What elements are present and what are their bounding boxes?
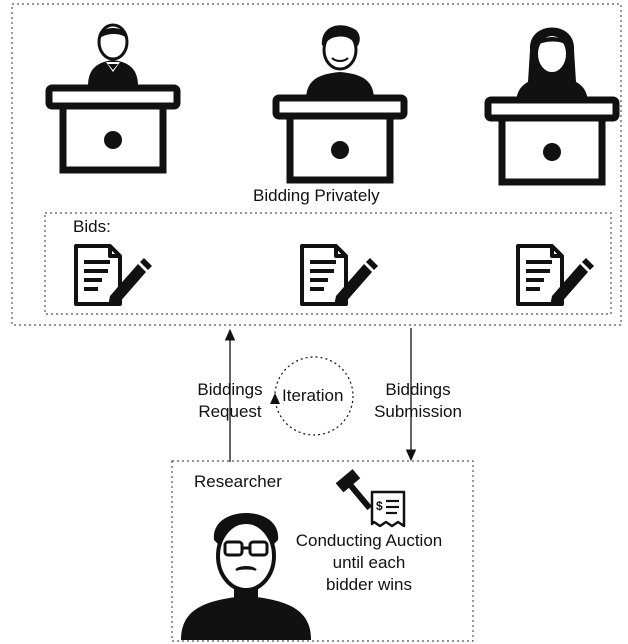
bids-label: Bids: bbox=[73, 217, 111, 236]
biddings-submission-label: Biddings Submission bbox=[372, 380, 464, 422]
iteration-cycle bbox=[274, 356, 354, 436]
submission-line-2: Submission bbox=[374, 402, 462, 421]
request-line-2: Request bbox=[198, 402, 262, 421]
action-line-1: Conducting Auction bbox=[295, 531, 443, 550]
researcher-with-glasses-icon bbox=[181, 513, 311, 640]
researcher-title: Researcher bbox=[194, 472, 282, 491]
request-line-1: Biddings bbox=[197, 380, 263, 399]
iteration-label: Iteration bbox=[282, 386, 344, 405]
researcher-box bbox=[171, 460, 474, 642]
submission-line-1: Biddings bbox=[385, 380, 451, 399]
bidder-young-man-icon bbox=[276, 25, 404, 180]
bid-document-icon bbox=[74, 244, 154, 308]
action-line-3: bidder wins bbox=[326, 575, 412, 594]
conducting-auction-text: Conducting Auction until each bidder win… bbox=[284, 530, 454, 596]
bids-box bbox=[44, 212, 612, 315]
bid-document-icon bbox=[300, 244, 380, 308]
bidding-privately-caption: Bidding Privately bbox=[253, 186, 380, 205]
action-line-2: until each bbox=[332, 553, 406, 572]
bidder-woman-icon bbox=[488, 27, 616, 183]
gavel-invoice-icon: $ bbox=[335, 469, 406, 528]
bid-document-icon bbox=[516, 244, 596, 308]
iteration-arrow-icon bbox=[270, 393, 280, 404]
biddings-request-label: Biddings Request bbox=[186, 380, 274, 422]
svg-text:$: $ bbox=[376, 499, 383, 513]
bidder-in-suit-icon bbox=[49, 23, 177, 170]
